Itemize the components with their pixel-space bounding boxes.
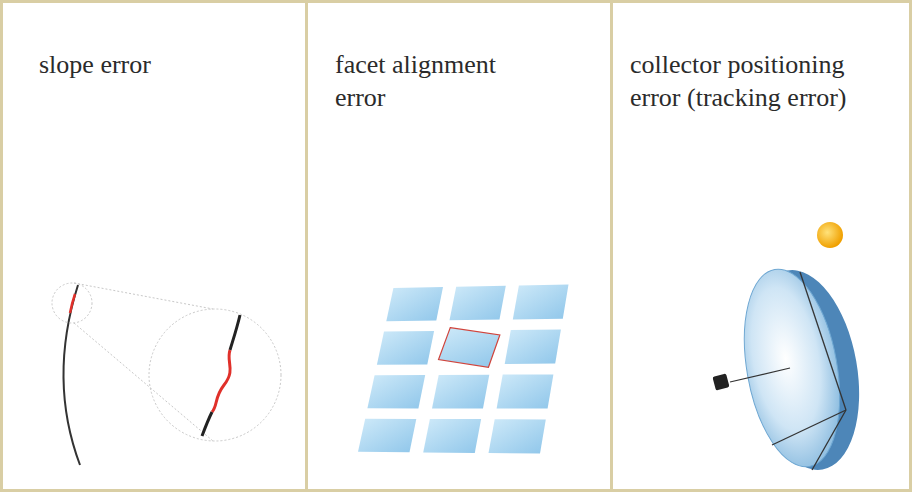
mirror-facet — [513, 285, 569, 320]
mirror-facet — [386, 287, 443, 321]
mirror-facet — [450, 286, 506, 321]
mirror-facet — [367, 375, 425, 408]
panel-heading: slope error — [39, 49, 289, 82]
figure-panel: slope error — [0, 0, 308, 492]
mirror-facet — [432, 375, 489, 409]
mirror-facet — [497, 374, 554, 408]
panel-heading: facet alignment error — [335, 49, 525, 114]
mirror-facet — [358, 419, 416, 453]
figure-panel: collector positioning error (tracking er… — [610, 0, 912, 492]
slope-error-figure — [52, 283, 281, 465]
mirror-facet — [423, 419, 481, 453]
figure-panel: facet alignment error — [305, 0, 613, 492]
mirror-facet — [439, 326, 500, 368]
mirror-facet — [489, 419, 546, 453]
mirror-facet — [377, 331, 434, 365]
mirror-facet — [505, 330, 561, 365]
panel-heading: collector positioning error (tracking er… — [630, 49, 885, 114]
dish-collector — [712, 222, 873, 478]
facet-array — [358, 285, 569, 454]
